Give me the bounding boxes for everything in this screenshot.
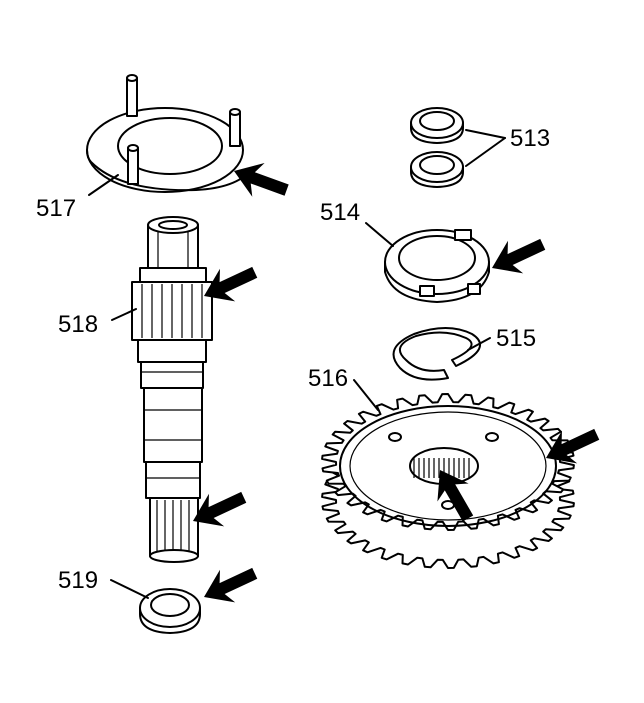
callout-518: 518	[58, 311, 98, 338]
ring-513-upper	[410, 107, 464, 144]
callout-517: 517	[36, 195, 76, 222]
callout-514: 514	[320, 199, 360, 226]
washer-pin	[229, 108, 241, 147]
leader-lines	[88, 129, 506, 599]
washer-pin	[126, 74, 138, 117]
callout-516: 516	[308, 365, 348, 392]
washer-pin	[127, 144, 139, 185]
callout-519: 519	[58, 567, 98, 594]
ring-513-lower	[410, 151, 464, 188]
washer-519	[139, 588, 201, 634]
retainer-514	[384, 229, 490, 303]
gear-516	[321, 393, 575, 569]
thrust-washer-517	[86, 74, 252, 193]
callout-513: 513	[510, 125, 550, 152]
output-shaft-518	[131, 216, 213, 563]
snap-ring-515	[392, 327, 482, 381]
callout-515: 515	[496, 325, 536, 352]
arrow-icon	[484, 228, 551, 285]
arrow-icon	[196, 557, 263, 614]
